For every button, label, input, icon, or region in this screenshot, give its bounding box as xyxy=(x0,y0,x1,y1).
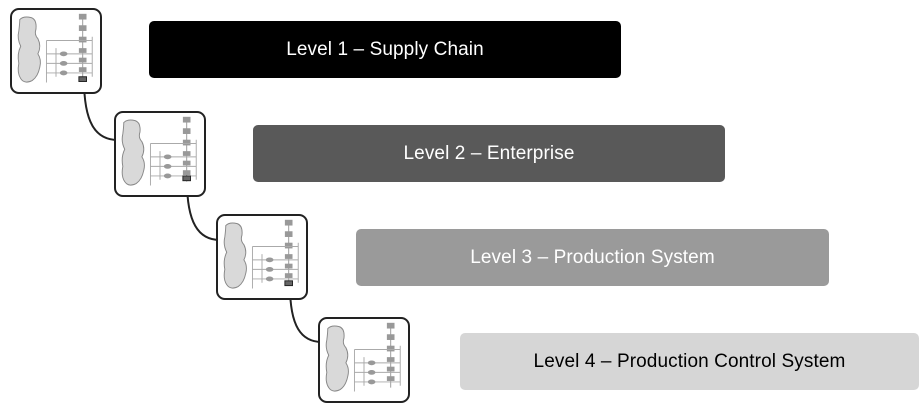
level-1-bar: Level 1 – Supply Chain xyxy=(149,21,621,78)
level-2-label: Level 2 – Enterprise xyxy=(403,142,575,164)
level-3-thumbnail xyxy=(216,214,308,300)
factory-schematic-icon xyxy=(121,116,197,186)
level-1-label: Level 1 – Supply Chain xyxy=(286,38,484,60)
level-1-thumbnail xyxy=(10,8,102,94)
level-2-thumbnail xyxy=(114,111,206,197)
level-2-bar: Level 2 – Enterprise xyxy=(253,125,725,182)
level-4-bar: Level 4 – Production Control System xyxy=(460,333,919,390)
level-3-label: Level 3 – Production System xyxy=(470,246,715,268)
level-3-bar: Level 3 – Production System xyxy=(356,229,829,286)
factory-schematic-icon xyxy=(17,13,93,83)
level-4-thumbnail xyxy=(318,317,410,403)
factory-schematic-icon xyxy=(325,322,401,392)
factory-schematic-icon xyxy=(223,219,299,289)
level-4-label: Level 4 – Production Control System xyxy=(533,350,846,372)
